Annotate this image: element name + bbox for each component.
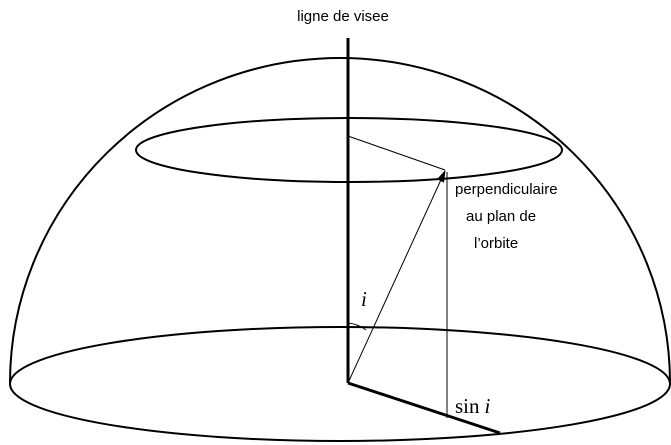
base-radius xyxy=(347,381,501,435)
upper-radius xyxy=(347,135,446,171)
perpendicular-label-line1: perpendiculaire xyxy=(455,181,558,198)
sin-prefix: sin xyxy=(455,394,480,418)
angle-arc xyxy=(347,322,367,331)
perpendicular-label-line3: l’orbite xyxy=(474,235,518,252)
orbit-normal-arrow xyxy=(347,170,446,384)
perpendicular-label-line2: au plan de xyxy=(466,208,536,225)
sin-variable: i xyxy=(485,394,491,418)
base-ellipse xyxy=(9,326,671,442)
line-of-sight-label: ligne de visee xyxy=(297,8,389,25)
angle-i-label: i xyxy=(361,287,367,311)
hemisphere-outline xyxy=(9,57,671,384)
